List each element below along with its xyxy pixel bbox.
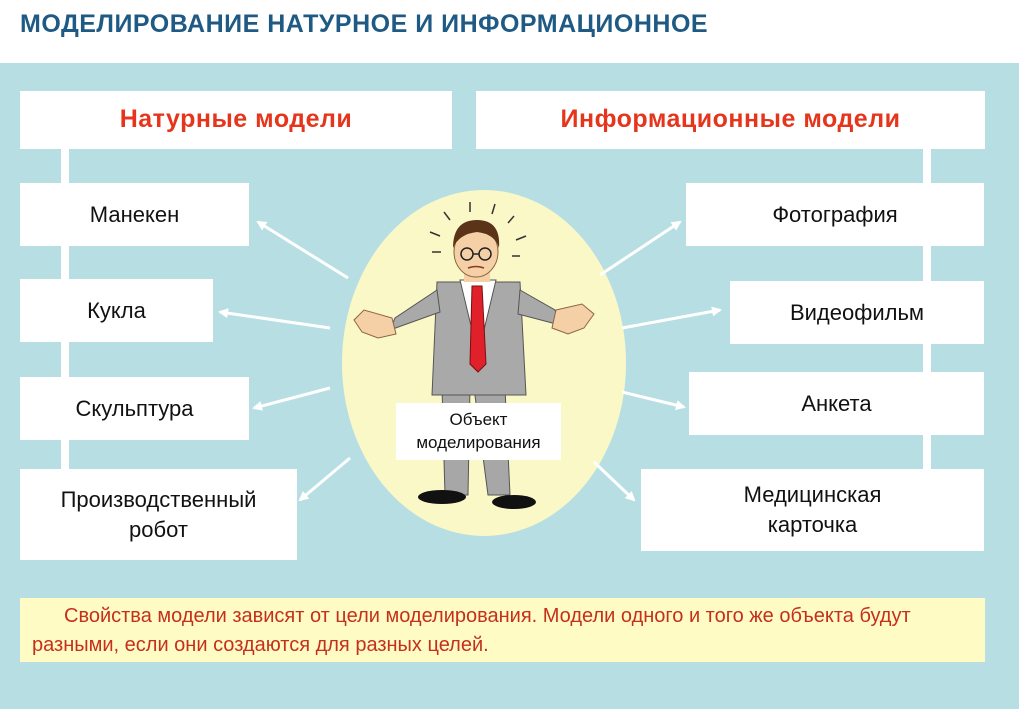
arrow-to-maneken xyxy=(256,220,349,280)
arrow-to-foto xyxy=(599,220,682,277)
left-item-robot: Производственный робот xyxy=(20,469,297,560)
left-item-maneken: Манекен xyxy=(20,183,249,246)
right-item-kartochka: Медицинская карточка xyxy=(641,469,984,551)
note-box: Свойства модели зависят от цели моделиро… xyxy=(20,598,985,662)
left-item-skulptura: Скульптура xyxy=(20,377,249,440)
note-text: Свойства модели зависят от цели моделиро… xyxy=(32,605,911,656)
arrow-to-anketa xyxy=(621,390,686,410)
stress-lines-icon xyxy=(429,202,527,257)
arrow-to-kartochka xyxy=(592,460,636,502)
left-item-kukla: Кукла xyxy=(20,279,213,342)
arrow-to-skulptura xyxy=(252,386,331,411)
arrow-to-kukla xyxy=(218,308,331,330)
right-header: Информационные модели xyxy=(476,91,985,149)
page-title: МОДЕЛИРОВАНИЕ НАТУРНОЕ И ИНФОРМАЦИОННОЕ xyxy=(20,10,709,38)
arrow-to-video xyxy=(621,306,722,330)
right-item-foto: Фотография xyxy=(686,183,984,246)
glasses-icon xyxy=(460,247,492,261)
right-item-video: Видеофильм xyxy=(730,281,984,344)
right-item-anketa: Анкета xyxy=(689,372,984,435)
arrow-to-robot xyxy=(298,456,351,502)
left-header: Натурные модели xyxy=(20,91,452,149)
object-label: Объект моделирования xyxy=(396,403,561,460)
